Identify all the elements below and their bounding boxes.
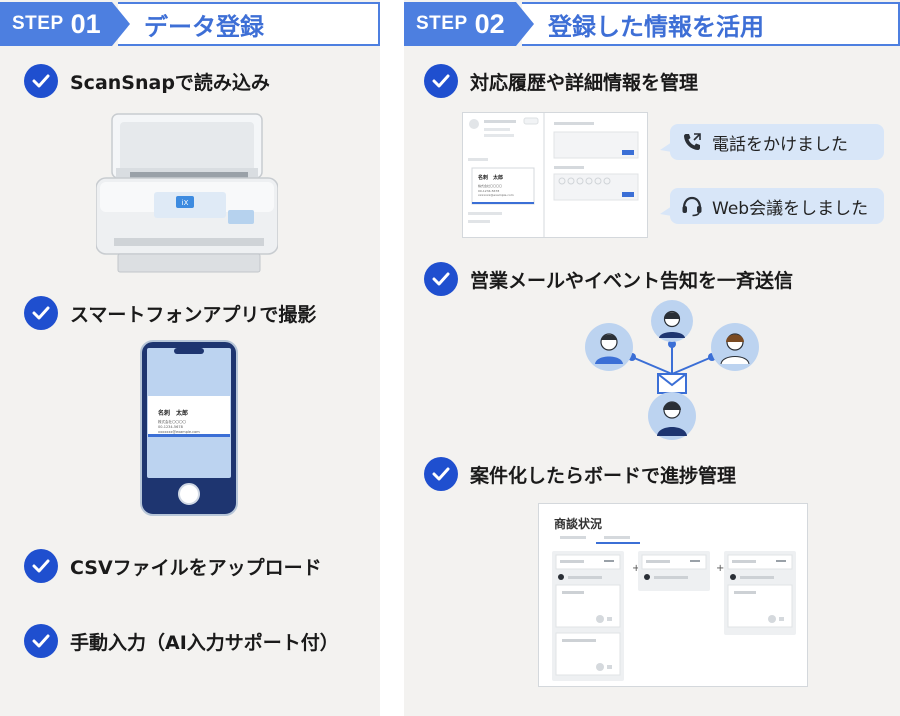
mini-card-name: 名刺 太郎	[478, 175, 504, 181]
step2-item-label: 対応履歴や詳細情報を管理	[470, 71, 699, 94]
scanner-illustration: iX	[95, 112, 279, 278]
phone-call-text: 電話をかけました	[712, 134, 848, 155]
step2-item-label: 案件化したらボードで進捗管理	[470, 464, 737, 487]
step2-header: 登録した情報を活用 STEP 02	[404, 2, 900, 46]
board-title: 商談状況	[554, 517, 603, 531]
check-icon	[24, 624, 58, 658]
svg-text:+: +	[632, 563, 640, 574]
mini-card-company: 株式会社〇〇〇〇	[478, 184, 503, 188]
step2-badge: STEP 02	[404, 2, 534, 46]
card-email: xxxxxxx@example.com	[158, 430, 200, 434]
phone-call-bubble: 電話をかけました	[660, 124, 884, 160]
check-icon	[24, 549, 58, 583]
step2-badge-number: 02	[474, 8, 505, 39]
step2-title-box: 登録した情報を活用	[522, 2, 900, 46]
mini-card-phone: 00-1234-5678	[478, 188, 500, 193]
email-broadcast-illustration	[582, 300, 762, 444]
step1-item-manual: 手動入力（AI入力サポート付）	[24, 624, 339, 658]
headset-icon	[680, 194, 704, 218]
step2-badge-word: STEP	[416, 13, 468, 34]
contact-detail-illustration: 名刺 太郎 株式会社〇〇〇〇 00-1234-5678 xxxxxxx@exam…	[462, 112, 648, 238]
check-icon	[424, 64, 458, 98]
check-icon	[424, 457, 458, 491]
check-icon	[24, 64, 58, 98]
step1-item-csv: CSVファイルをアップロード	[24, 549, 322, 583]
mini-card-email: xxxxxxx@example.com	[478, 193, 514, 197]
web-meeting-bubble: Web会議をしました	[660, 188, 884, 224]
step2-item-mail: 営業メールやイベント告知を一斉送信	[424, 262, 793, 296]
step1-header: データ登録 STEP 01	[0, 2, 380, 46]
step1-title-box: データ登録	[118, 2, 380, 46]
step2-item-board: 案件化したらボードで進捗管理	[424, 457, 736, 491]
step1-title: データ登録	[144, 12, 264, 41]
smartphone-illustration: 名刺 太郎 株式会社〇〇〇〇 00-1234-5678 xxxxxxx@exam…	[140, 340, 238, 516]
card-phone: 00-1234-5678	[158, 425, 183, 429]
card-details: 株式会社〇〇〇〇 00-1234-5678 xxxxxxx@example.co…	[158, 420, 200, 435]
step2-item-history: 対応履歴や詳細情報を管理	[424, 64, 698, 98]
web-meeting-text: Web会議をしました	[712, 198, 869, 219]
step1-item-scansnap: ScanSnapで読み込み	[24, 64, 270, 98]
kanban-board-illustration: + + 商談状況	[538, 503, 808, 687]
step1-item-label: ScanSnapで読み込み	[70, 71, 270, 94]
svg-text:iX: iX	[182, 199, 189, 207]
step1-panel: データ登録 STEP 01 ScanSnapで読み込み iX スマートフォン	[0, 0, 380, 716]
check-icon	[424, 262, 458, 296]
card-company: 株式会社〇〇〇〇	[158, 420, 186, 424]
step2-item-label: 営業メールやイベント告知を一斉送信	[470, 269, 794, 292]
phone-icon	[680, 130, 704, 154]
step1-item-label: 手動入力（AI入力サポート付）	[70, 631, 339, 654]
step1-badge-number: 01	[70, 8, 101, 39]
step1-badge: STEP 01	[0, 2, 130, 46]
card-name: 名刺 太郎	[158, 410, 189, 417]
mini-card-details: 株式会社〇〇〇〇 00-1234-5678 xxxxxxx@example.co…	[478, 184, 514, 198]
step1-badge-word: STEP	[12, 13, 64, 34]
step2-panel: 登録した情報を活用 STEP 02 対応履歴や詳細情報を管理	[404, 0, 900, 716]
check-icon	[24, 296, 58, 330]
step2-title: 登録した情報を活用	[548, 12, 764, 41]
step1-item-smartphone: スマートフォンアプリで撮影	[24, 296, 316, 330]
svg-text:+: +	[716, 563, 724, 574]
step1-item-label: スマートフォンアプリで撮影	[70, 303, 317, 326]
step1-item-label: CSVファイルをアップロード	[70, 556, 322, 579]
